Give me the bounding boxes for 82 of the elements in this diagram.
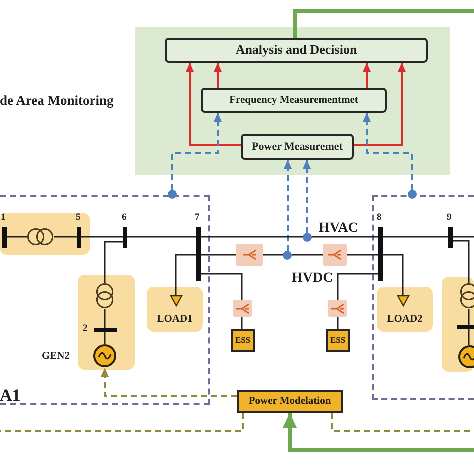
area-label: A1	[0, 387, 21, 406]
generator-symbol	[458, 345, 474, 369]
connector-line	[81, 236, 123, 238]
connector-line	[201, 236, 378, 238]
connector-line	[7, 236, 27, 238]
connector-line	[468, 309, 470, 325]
arrow	[363, 63, 371, 88]
process-box: Power Measuremet	[241, 134, 354, 160]
panel-title: de Area Monitoring	[0, 94, 114, 109]
connector-line	[337, 273, 378, 300]
connector-line	[453, 240, 470, 283]
process-box: Frequency Measurementmet	[201, 88, 387, 113]
bus-number: 1	[1, 213, 6, 224]
dashed-arrow	[101, 368, 237, 397]
thick-arrow	[283, 413, 474, 452]
connector-line	[263, 254, 323, 256]
bus-bar	[77, 227, 81, 248]
dashed-arrow	[171, 113, 222, 190]
generator-label: GEN2	[42, 351, 70, 363]
bus-bar	[196, 227, 201, 281]
connector-line	[104, 309, 106, 328]
area-boundary	[0, 195, 210, 405]
connector-line	[347, 254, 378, 256]
process-box: Analysis and Decision	[165, 38, 428, 63]
dashed-line	[0, 413, 244, 432]
group-panel	[78, 275, 135, 370]
arrow	[354, 63, 406, 146]
dashed-arrow	[363, 113, 413, 190]
connector-line	[201, 254, 236, 256]
connector-line	[104, 332, 106, 344]
bus-number: 7	[195, 213, 200, 224]
junction-dot	[303, 233, 312, 242]
transformer-symbol	[27, 228, 54, 246]
load-label: LOAD1	[156, 314, 194, 326]
line-label: HVDC	[292, 271, 334, 286]
bus-bar	[94, 328, 117, 332]
connector-line	[127, 236, 196, 238]
process-box: ESS	[326, 329, 350, 352]
junction-dot	[408, 190, 417, 199]
bus-number: 8	[377, 213, 382, 224]
arrow	[214, 63, 222, 88]
group-panel	[0, 213, 90, 255]
bus-bar	[378, 227, 383, 281]
process-box: ESS	[231, 329, 255, 352]
bus-number: 6	[122, 213, 127, 224]
bus-number: 2	[83, 324, 88, 334]
load-panel	[147, 287, 203, 332]
junction-dot	[168, 190, 177, 199]
bus-bar	[457, 325, 474, 329]
load-label: LOAD2	[386, 314, 424, 326]
connector-line	[337, 317, 339, 329]
area-boundary	[372, 195, 474, 400]
dashed-arrow	[303, 160, 311, 233]
load-panel	[377, 287, 433, 332]
connector-line	[54, 236, 77, 238]
connector-line	[241, 317, 243, 329]
group-panel	[442, 277, 474, 372]
transformer-symbol	[96, 283, 114, 309]
bus-bar	[2, 227, 7, 248]
connector-line	[383, 254, 404, 295]
dashed-arrow	[284, 160, 292, 251]
converter-box	[236, 244, 263, 266]
line-label: HVAC	[319, 221, 358, 236]
generator-symbol	[93, 344, 117, 368]
connector-line	[201, 273, 243, 300]
load-triangle	[397, 295, 410, 307]
connector-line	[104, 241, 123, 283]
connector-line	[468, 329, 470, 345]
arrow	[186, 63, 241, 146]
process-box: Power Modelation	[237, 390, 343, 413]
connector-line	[175, 254, 196, 295]
junction-dot	[283, 251, 292, 260]
connector-line	[383, 236, 448, 238]
load-triangle	[170, 295, 183, 307]
bus-number: 5	[76, 213, 81, 224]
bus-number: 9	[447, 213, 452, 224]
thick-line	[293, 9, 474, 38]
transformer-symbol	[460, 283, 474, 309]
bus-bar	[448, 227, 453, 248]
converter-box	[323, 244, 347, 266]
bus-bar	[123, 227, 127, 248]
connector-line	[453, 236, 474, 238]
